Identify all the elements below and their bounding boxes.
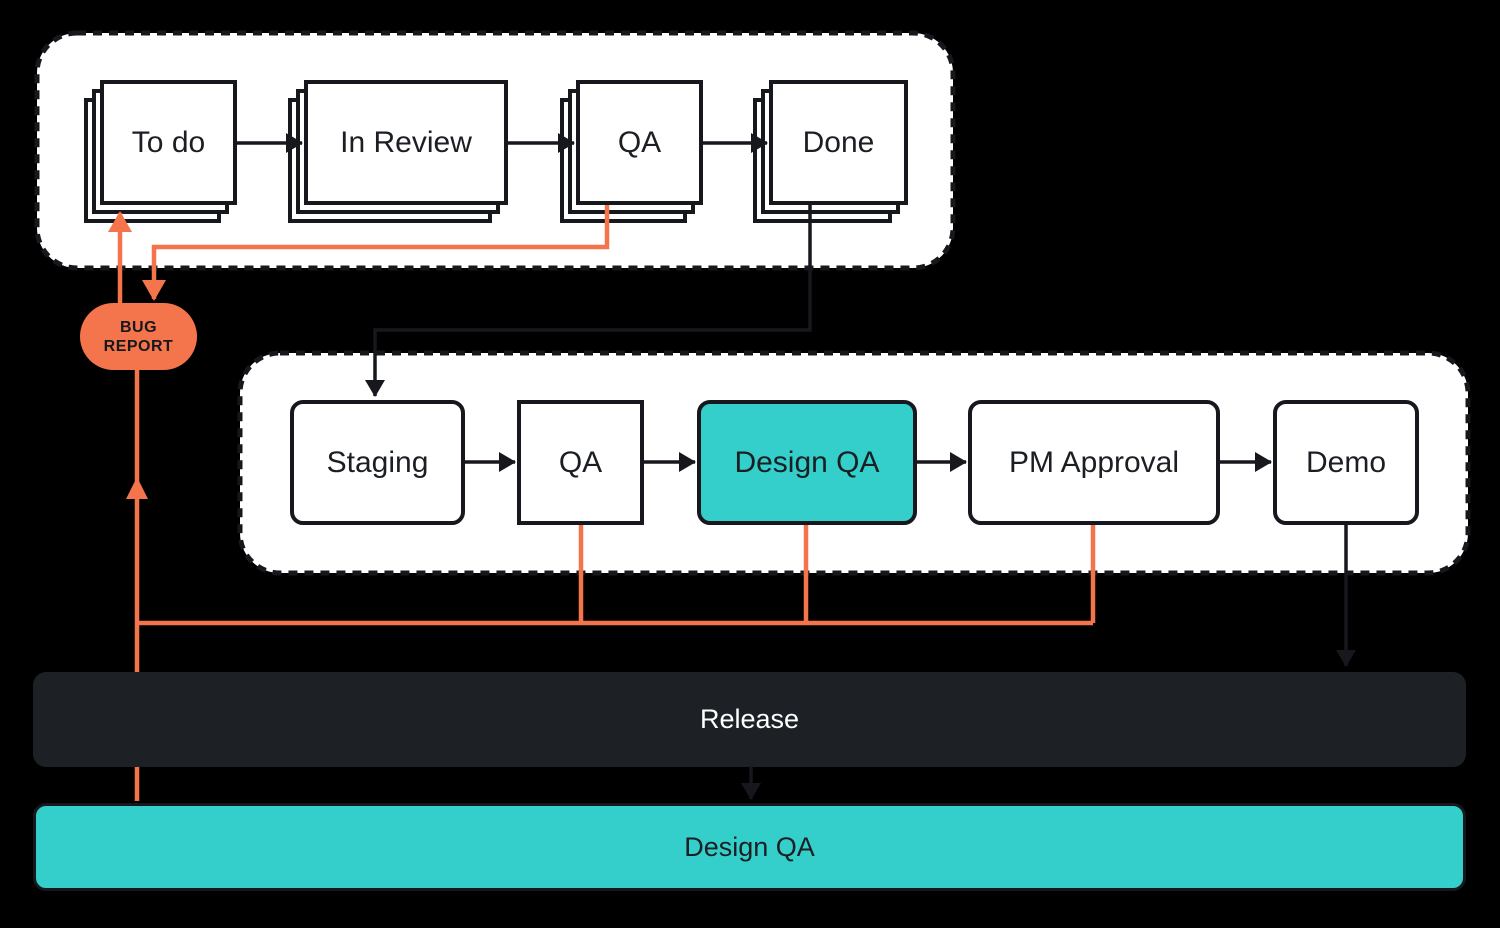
card-label: In Review — [340, 125, 472, 159]
card-face: QA — [576, 80, 703, 205]
card-label: QA — [617, 125, 662, 159]
node-demo: Demo — [1273, 400, 1419, 525]
card-stack-todo: To do — [84, 80, 237, 223]
design-qa-bar: Design QA — [33, 803, 1466, 891]
node-label: Staging — [326, 445, 429, 479]
node-qa: QA — [517, 400, 644, 525]
release-bar-label: Release — [699, 704, 800, 734]
card-face: Done — [769, 80, 908, 205]
card-label: To do — [131, 125, 206, 159]
node-pm-approval: PM Approval — [968, 400, 1220, 525]
release-bar: Release — [33, 672, 1466, 767]
bug-report-badge: BUG REPORT — [80, 303, 197, 370]
design-qa-bar-label: Design QA — [684, 831, 815, 862]
node-label: Demo — [1305, 445, 1387, 479]
card-face: In Review — [304, 80, 508, 205]
card-stack-in-review: In Review — [288, 80, 508, 223]
node-label: PM Approval — [1008, 445, 1180, 479]
node-label: Design QA — [734, 445, 880, 479]
card-label: Done — [802, 125, 875, 159]
node-label: QA — [558, 445, 603, 479]
node-design-qa: Design QA — [697, 400, 917, 525]
badge-line: REPORT — [103, 337, 174, 355]
card-stack-done: Done — [753, 80, 908, 223]
node-staging: Staging — [290, 400, 465, 525]
card-stack-qa: QA — [560, 80, 703, 223]
badge-line: BUG — [119, 318, 158, 336]
card-face: To do — [100, 80, 237, 205]
